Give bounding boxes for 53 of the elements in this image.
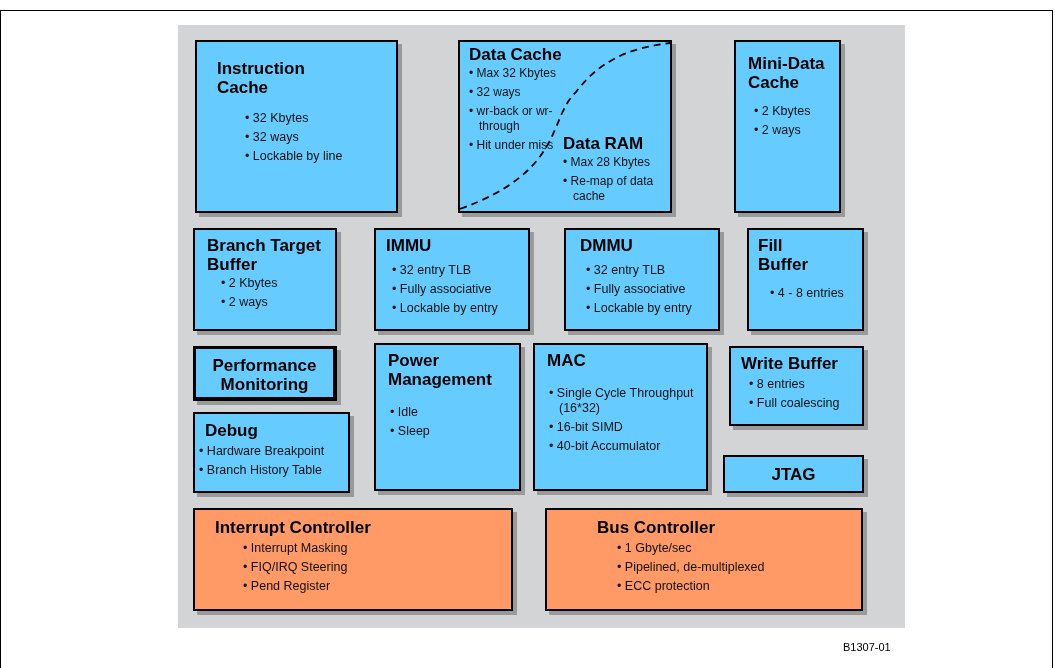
bullet-item: • 32 entry TLB (392, 263, 473, 278)
bullet-item: • 8 entries (749, 377, 806, 392)
bullet-item: • 32 ways (245, 130, 300, 145)
block-title: Bus Controller (597, 518, 717, 537)
bullet-item: • 32 entry TLB (586, 263, 667, 278)
block-title: Instruction Cache (217, 59, 306, 97)
block-title: JTAG (770, 465, 817, 484)
block-title: Branch Target Buffer (207, 236, 322, 274)
bullet-item: • Fully associative (586, 282, 687, 297)
figure-number: B1307-01 (843, 641, 891, 653)
bullet-item: • Pipelined, de-multiplexed (617, 560, 766, 575)
bullet-item: • Full coalescing (749, 396, 841, 411)
bullet-item: • 32 ways (469, 85, 522, 100)
bullet-item: • Lockable by line (245, 149, 344, 164)
bullet-item: • Interrupt Masking (243, 541, 349, 556)
block-title: Data RAM (563, 134, 645, 153)
bullet-item: • Sleep (390, 424, 431, 439)
block-title: MAC (547, 351, 587, 370)
bullet-item: • ECC protection (617, 579, 711, 594)
block-title: Write Buffer (741, 354, 839, 373)
bullet-item: • Max 32 Kbytes (469, 66, 557, 81)
block-title: Power Management (388, 351, 493, 389)
block-title: DMMU (580, 236, 634, 255)
bullet-item: • Lockable by entry (392, 301, 499, 316)
bullet-item: • 2 ways (221, 295, 269, 310)
bullet-item: • 32 Kbytes (245, 111, 310, 126)
bullet-item: • wr-back or wr-through (469, 104, 554, 134)
bullet-item: • 2 ways (754, 123, 802, 138)
bullet-item: • FIQ/IRQ Steering (243, 560, 349, 575)
block-title: Data Cache (469, 45, 563, 64)
bullet-item: • 2 Kbytes (754, 104, 812, 119)
bullet-item: • 1 Gbyte/sec (617, 541, 693, 556)
bullet-item: • Lockable by entry (586, 301, 693, 316)
bullet-item: • 4 - 8 entries (770, 286, 845, 301)
bullet-item: • Branch History Table (199, 463, 323, 478)
block-title: Performance Monitoring (211, 356, 318, 394)
bullet-item: • Fully associative (392, 282, 493, 297)
block-title: Debug (205, 421, 259, 440)
block-title: Interrupt Controller (215, 518, 372, 537)
block-title: Fill Buffer (758, 236, 810, 274)
bullet-item: • Hit under miss (469, 138, 555, 153)
bullet-item: • Max 28 Kbytes (563, 155, 651, 170)
chip-panel (178, 25, 905, 628)
bullet-item: • Single Cycle Throughput (16*32) (549, 386, 695, 416)
bullet-item: • 40-bit Accumulator (549, 439, 662, 454)
block-title: Mini-Data Cache (748, 54, 826, 92)
bullet-item: • Pend Register (243, 579, 332, 594)
block-title: IMMU (386, 236, 433, 255)
bullet-item: • 2 Kbytes (221, 276, 279, 291)
bullet-item: • 16-bit SIMD (549, 420, 624, 435)
bullet-item: • Idle (390, 405, 419, 420)
bullet-item: • Re-map of data cache (563, 174, 655, 204)
bullet-item: • Hardware Breakpoint (199, 444, 326, 459)
